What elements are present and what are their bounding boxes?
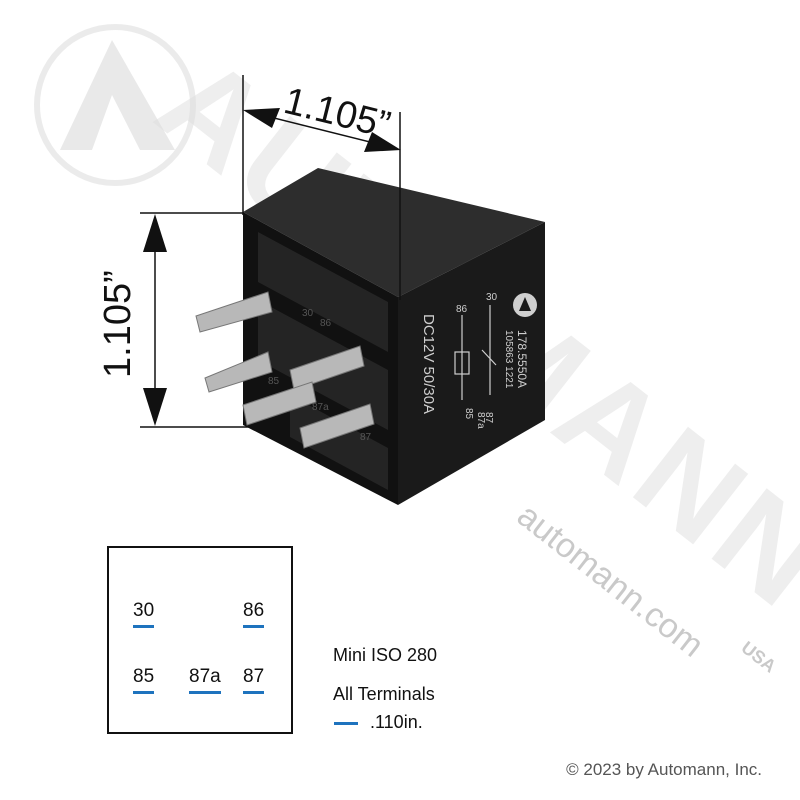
relay-pins bbox=[195, 291, 375, 449]
width-dimension bbox=[242, 75, 401, 300]
svg-text:86: 86 bbox=[456, 304, 468, 315]
relay-printing: 178.5550A 105863 1221 DC12V 50/30A 30 87… bbox=[420, 292, 537, 429]
relay-schematic bbox=[454, 305, 497, 400]
svg-text:85: 85 bbox=[463, 408, 474, 420]
terminal-size-label: .110in. bbox=[370, 712, 423, 732]
copyright-text: © 2023 by Automann, Inc. bbox=[566, 760, 762, 779]
relay-type-label: Mini ISO 280 bbox=[333, 645, 438, 665]
svg-text:87: 87 bbox=[360, 432, 372, 443]
svg-text:30: 30 bbox=[302, 308, 314, 319]
svg-text:87: 87 bbox=[483, 412, 494, 424]
terminal-86: 86 bbox=[243, 600, 265, 628]
terminal-87: 87 bbox=[243, 666, 265, 694]
terminal-87a: 87a bbox=[189, 666, 221, 694]
svg-text:87a: 87a bbox=[312, 402, 329, 413]
svg-text:DC12V 50/30A: DC12V 50/30A bbox=[420, 314, 437, 414]
height-dimension-label: 1.105” bbox=[97, 270, 139, 378]
svg-text:87a: 87a bbox=[475, 412, 486, 429]
svg-text:30: 30 bbox=[486, 292, 498, 303]
svg-text:85: 85 bbox=[268, 376, 280, 387]
svg-text:86: 86 bbox=[320, 318, 332, 329]
height-dimension bbox=[140, 212, 250, 428]
watermark-logo bbox=[34, 24, 196, 186]
svg-text:178.5550A: 178.5550A bbox=[515, 330, 529, 388]
watermark-usa-mark: USA bbox=[738, 637, 780, 676]
terminal-30: 30 bbox=[133, 600, 155, 628]
all-terminals-label: All Terminals bbox=[333, 684, 435, 704]
terminal-layout-box: 30 86 85 87a 87 bbox=[107, 546, 293, 734]
relay-body bbox=[243, 168, 545, 505]
svg-text:105863 1221: 105863 1221 bbox=[503, 330, 514, 389]
svg-text:USA: USA bbox=[738, 637, 780, 676]
terminal-legend-bar bbox=[334, 722, 358, 725]
terminal-85: 85 bbox=[133, 666, 155, 694]
body-pin-labels: 30 86 85 87a 87 bbox=[268, 308, 372, 443]
